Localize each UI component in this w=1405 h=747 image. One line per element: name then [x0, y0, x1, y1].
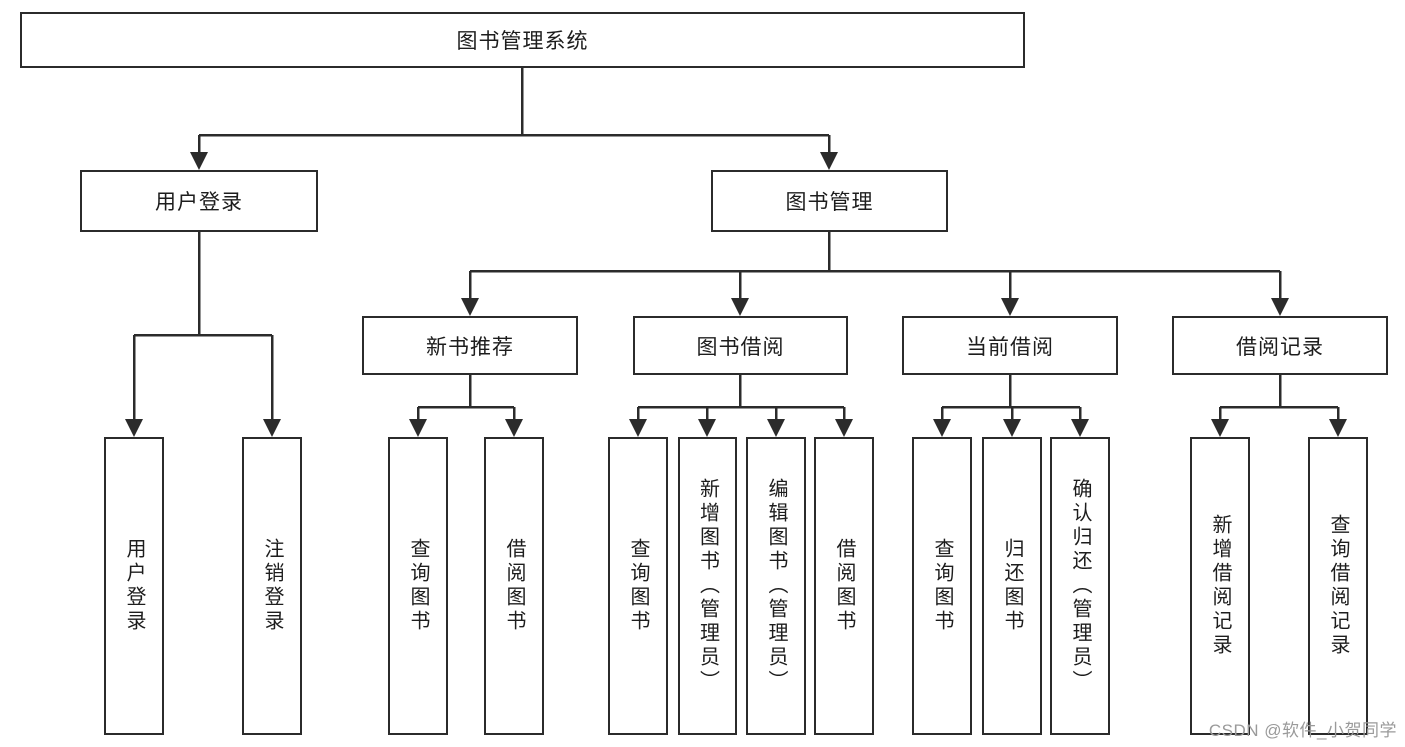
leaf-label: 查询借阅记录 — [1327, 514, 1349, 658]
leaf-label: 借阅图书 — [833, 538, 855, 634]
leaf-query-borrow-record[interactable]: 查询借阅记录 — [1308, 437, 1368, 735]
leaf-user-login[interactable]: 用户登录 — [104, 437, 164, 735]
leaf-label: 新增图书（管理员） — [696, 478, 719, 694]
leaf-label: 用户登录 — [123, 538, 145, 634]
leaf-query-book-borrow[interactable]: 查询图书 — [608, 437, 668, 735]
leaf-confirm-return-admin[interactable]: 确认归还（管理员） — [1050, 437, 1110, 735]
leaf-label: 借阅图书 — [503, 538, 525, 634]
node-borrow-record[interactable]: 借阅记录 — [1172, 316, 1388, 375]
node-new-book-recommend[interactable]: 新书推荐 — [362, 316, 578, 375]
leaf-return-book[interactable]: 归还图书 — [982, 437, 1042, 735]
leaf-label: 查询图书 — [407, 538, 429, 634]
leaf-logout-login[interactable]: 注销登录 — [242, 437, 302, 735]
node-root-system[interactable]: 图书管理系统 — [20, 12, 1025, 68]
leaf-borrow-book[interactable]: 借阅图书 — [814, 437, 874, 735]
leaf-label: 新增借阅记录 — [1209, 514, 1231, 658]
node-user-login[interactable]: 用户登录 — [80, 170, 318, 232]
leaf-label: 查询图书 — [931, 538, 953, 634]
csdn-watermark: CSDN @软件_小贺同学 — [1208, 721, 1397, 740]
leaf-edit-book-admin[interactable]: 编辑图书（管理员） — [746, 437, 806, 735]
leaf-query-book-current[interactable]: 查询图书 — [912, 437, 972, 735]
leaf-query-book-recommend[interactable]: 查询图书 — [388, 437, 448, 735]
leaf-label: 注销登录 — [261, 538, 283, 634]
node-current-borrow[interactable]: 当前借阅 — [902, 316, 1118, 375]
leaf-borrow-book-recommend[interactable]: 借阅图书 — [484, 437, 544, 735]
leaf-label: 确认归还（管理员） — [1069, 478, 1091, 694]
node-book-borrow[interactable]: 图书借阅 — [633, 316, 848, 375]
leaf-label: 查询图书 — [627, 538, 649, 634]
leaf-label: 归还图书 — [1001, 538, 1023, 634]
leaf-add-borrow-record[interactable]: 新增借阅记录 — [1190, 437, 1250, 735]
node-book-management[interactable]: 图书管理 — [711, 170, 948, 232]
leaf-label: 编辑图书（管理员） — [765, 478, 787, 694]
leaf-add-book-admin[interactable]: 新增图书（管理员） — [678, 437, 737, 735]
